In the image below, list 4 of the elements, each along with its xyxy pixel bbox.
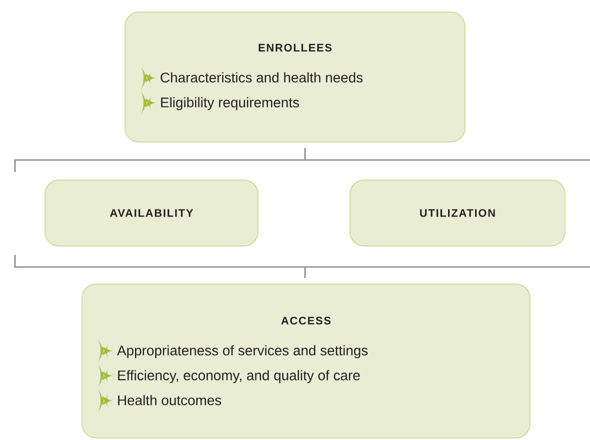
title-box: UTILIZATION — [350, 180, 566, 246]
content-box: ENROLLEES Characteristics and health needs Eligibility requirements — [124, 12, 466, 142]
content-box: ACCESS Appropriateness of services and settings Efficiency, economy, and quality of care Health outcomes — [82, 284, 530, 438]
title-box: AVAILABILITY — [44, 180, 258, 246]
